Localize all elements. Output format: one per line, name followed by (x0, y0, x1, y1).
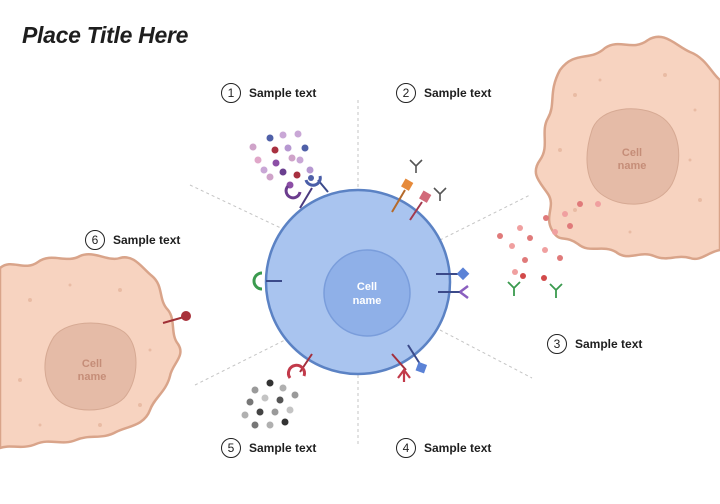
divider-upper-right (439, 194, 531, 241)
top-right-cell-label-line1: Cell (622, 147, 642, 159)
top-right-cell: Cell name (534, 35, 720, 261)
left-cell-label-line1: Cell (82, 358, 102, 370)
left-nucleus (44, 322, 137, 411)
sector6-receptor (252, 271, 282, 291)
sector5-ligands (241, 379, 299, 429)
step-5-number: 5 (221, 438, 241, 458)
divider-upper-left (189, 184, 286, 231)
center-cell: Cell name (264, 188, 452, 376)
step-4: 4 Sample text (396, 438, 491, 458)
step-2-label: Sample text (424, 86, 492, 100)
step-3: 3 Sample text (547, 334, 642, 354)
step-3-label: Sample text (575, 337, 643, 351)
sector-dividers (189, 100, 533, 445)
left-cell-label-line2: name (78, 371, 107, 383)
step-1-label: Sample text (249, 86, 317, 100)
sector1-ligands (249, 130, 314, 189)
step-2-number: 2 (396, 83, 416, 103)
top-right-nucleus (586, 108, 680, 205)
left-cell: Cell name (0, 253, 191, 450)
page-title: Place Title Here (22, 22, 189, 48)
center-nucleus (323, 249, 411, 337)
top-right-cell-label-line2: name (618, 160, 647, 172)
step-6-label: Sample text (113, 233, 181, 247)
divider-lower-right (439, 329, 533, 379)
step-5-label: Sample text (249, 441, 317, 455)
center-cell-label-line2: name (353, 295, 382, 307)
step-1-number: 1 (221, 83, 241, 103)
step-6: 6 Sample text (85, 230, 180, 250)
sector4-receptors (391, 344, 428, 382)
step-1: 1 Sample text (221, 83, 316, 103)
step-5: 5 Sample text (221, 438, 316, 458)
sector1-receptors (284, 175, 329, 209)
step-4-number: 4 (396, 438, 416, 458)
sector5-receptor (286, 353, 313, 379)
divider-lower-left (194, 339, 286, 386)
sector3-receptors (436, 267, 470, 299)
step-2: 2 Sample text (396, 83, 491, 103)
sector2-molecules (391, 159, 447, 221)
step-4-label: Sample text (424, 441, 492, 455)
step-3-number: 3 (547, 334, 567, 354)
sector3-ligands (497, 201, 601, 298)
step-6-number: 6 (85, 230, 105, 250)
left-cell-ligand (181, 311, 191, 321)
center-cell-label-line1: Cell (357, 281, 377, 293)
